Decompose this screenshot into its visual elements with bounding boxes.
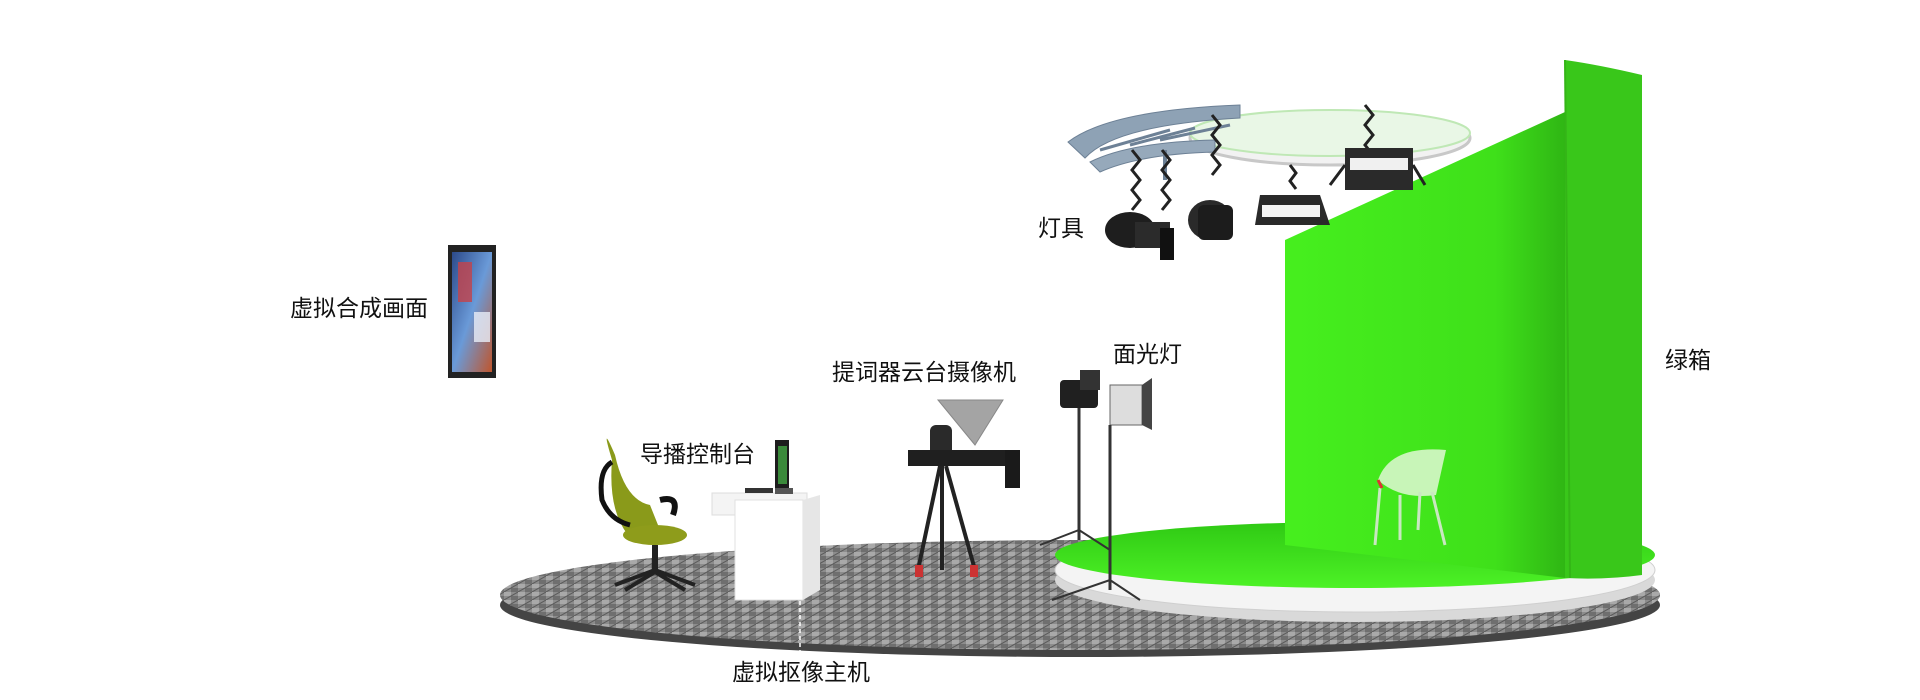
label-green-box: 绿箱 xyxy=(1665,348,1711,374)
virtual-composite-display-icon xyxy=(448,245,496,378)
label-key-light: 面光灯 xyxy=(1113,342,1182,368)
director-desk-icon xyxy=(711,440,820,601)
label-lighting: 灯具 xyxy=(1038,216,1084,242)
studio-chair-icon xyxy=(1373,449,1447,546)
label-virtual-composite: 虚拟合成画面 xyxy=(290,296,428,322)
key-light-stand-icon xyxy=(1039,370,1152,601)
spotlight-icon xyxy=(1105,104,1427,260)
label-teleprompter-camera: 提词器云台摄像机 xyxy=(832,360,1016,386)
label-director-console: 导播控制台 xyxy=(640,442,755,468)
office-chair-icon xyxy=(598,438,696,592)
green-screen-cyclorama-icon xyxy=(1054,59,1656,622)
teleprompter-camera-icon xyxy=(908,399,1020,577)
label-keying-host: 虚拟抠像主机 xyxy=(732,660,870,686)
